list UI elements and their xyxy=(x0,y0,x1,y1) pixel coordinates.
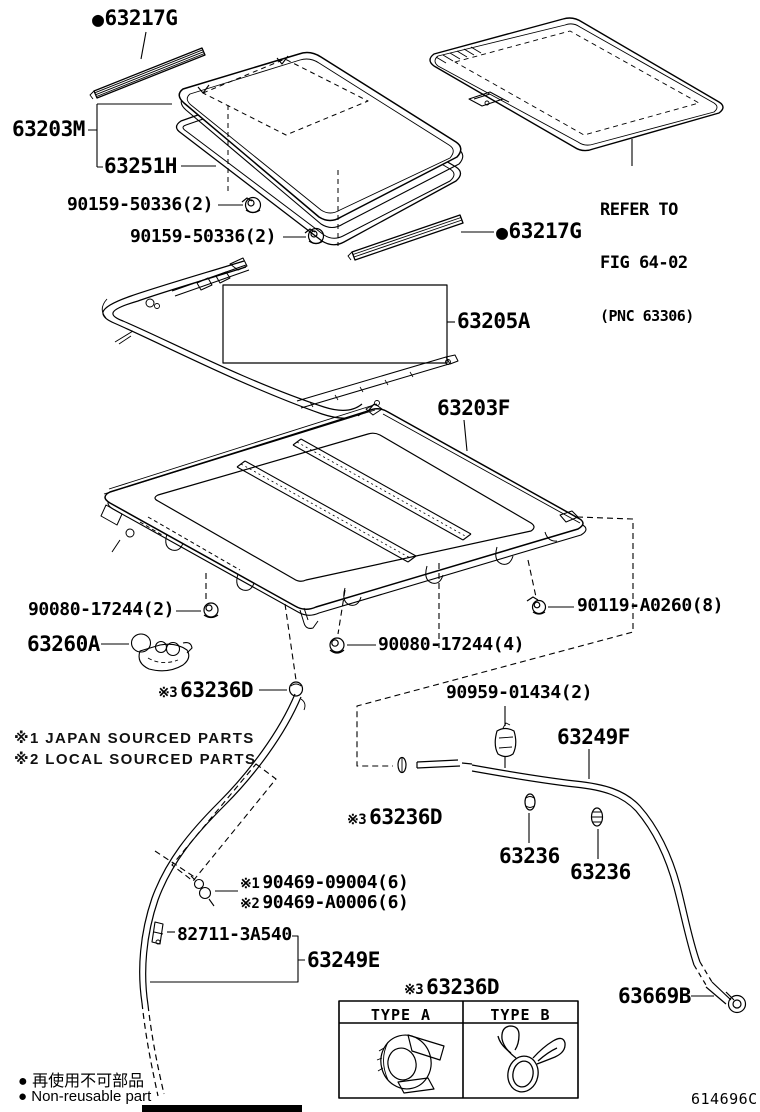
weatherstrip-front-drawing xyxy=(89,31,206,100)
clip-type-legend-box xyxy=(338,1000,579,1099)
non-reusable-bullet-icon: ● xyxy=(18,1073,28,1090)
refer-line3: (PNC 63306) xyxy=(600,307,694,325)
legend-type-a-header: TYPE A xyxy=(370,1006,432,1024)
type-b-clip-drawing xyxy=(497,1025,566,1093)
dashed-leader-lines xyxy=(154,516,634,882)
front-clip-drawing xyxy=(190,875,238,907)
housing-hardware-drawings xyxy=(176,596,574,654)
note-local-sourced: ※2 LOCAL SOURCED PARTS xyxy=(14,751,257,768)
callout-clamp-front-hose: 82711-3A540 xyxy=(177,924,292,945)
non-reusable-bullet-icon: ● xyxy=(18,1088,28,1105)
callout-nut-housing-bottom: 90080-17244(4) xyxy=(378,634,525,655)
callout-clamp-rear-hose: 90959-01434(2) xyxy=(446,682,593,703)
housing-drawing xyxy=(100,400,587,629)
non-reusable-bullet-icon: ● xyxy=(92,7,104,31)
footer-note-jp: ● 再使用不可部品 xyxy=(18,1073,145,1090)
callout-screw-glass-1: 90159-50336(2) xyxy=(67,194,214,215)
legend-type-b-header: TYPE B xyxy=(490,1006,551,1024)
callout-screw-glass-2: 90159-50336(2) xyxy=(130,226,277,247)
glass-screw-drawings xyxy=(241,196,325,245)
callout-screw-housing-left: 90080-17244(2) xyxy=(28,599,175,620)
glass-leader-lines xyxy=(88,103,306,238)
callout-clip-rear-2: 63236 xyxy=(570,860,631,884)
front-drain-hose-drawing xyxy=(139,681,306,1097)
callout-weatherstrip-front: ●63217G xyxy=(92,6,178,31)
callout-bolt-housing-right: 90119-A0260(8) xyxy=(577,595,724,616)
footer-note-en: ● Non-reusable part xyxy=(18,1088,152,1105)
rear-drain-hose-drawing xyxy=(397,706,713,986)
sunshade-drawing xyxy=(429,17,724,166)
handle-drawing xyxy=(101,633,193,672)
callout-hose-rear: 63249F xyxy=(557,725,630,749)
callout-handle: 63260A xyxy=(27,632,100,656)
front-hose-clamp-drawing xyxy=(150,921,305,983)
callout-weatherstrip-rear: ●63217G xyxy=(496,219,582,244)
callout-seal-frame: 63205A xyxy=(457,309,530,333)
glass-panel-drawing xyxy=(178,51,464,246)
weatherstrip-rear-drawing xyxy=(347,214,494,261)
refer-note: REFER TO FIG 64-02 (PNC 63306) xyxy=(600,167,694,360)
callout-connector-rear: 63669B xyxy=(618,984,691,1008)
note-japan-sourced: ※1 JAPAN SOURCED PARTS xyxy=(14,730,255,747)
rear-connector-drawing xyxy=(691,981,747,1014)
page-edge-bar xyxy=(142,1105,302,1112)
refer-line1: REFER TO xyxy=(600,200,678,220)
figure-doc-code: 614696C xyxy=(691,1090,758,1108)
type-a-clip-drawing xyxy=(376,1034,445,1094)
callout-hose-front: 63249E xyxy=(307,948,380,972)
seal-frame-callout-box xyxy=(222,284,448,364)
seal-frame-drawing xyxy=(101,257,459,419)
refer-line2: FIG 64-02 xyxy=(600,253,688,273)
callout-glass-frame: 63251H xyxy=(104,154,177,178)
callout-glass-assy: 63203M xyxy=(12,117,85,141)
callout-housing: 63203F xyxy=(437,396,510,420)
callout-clip-rear-1: 63236 xyxy=(499,844,560,868)
non-reusable-bullet-icon: ● xyxy=(496,220,508,244)
